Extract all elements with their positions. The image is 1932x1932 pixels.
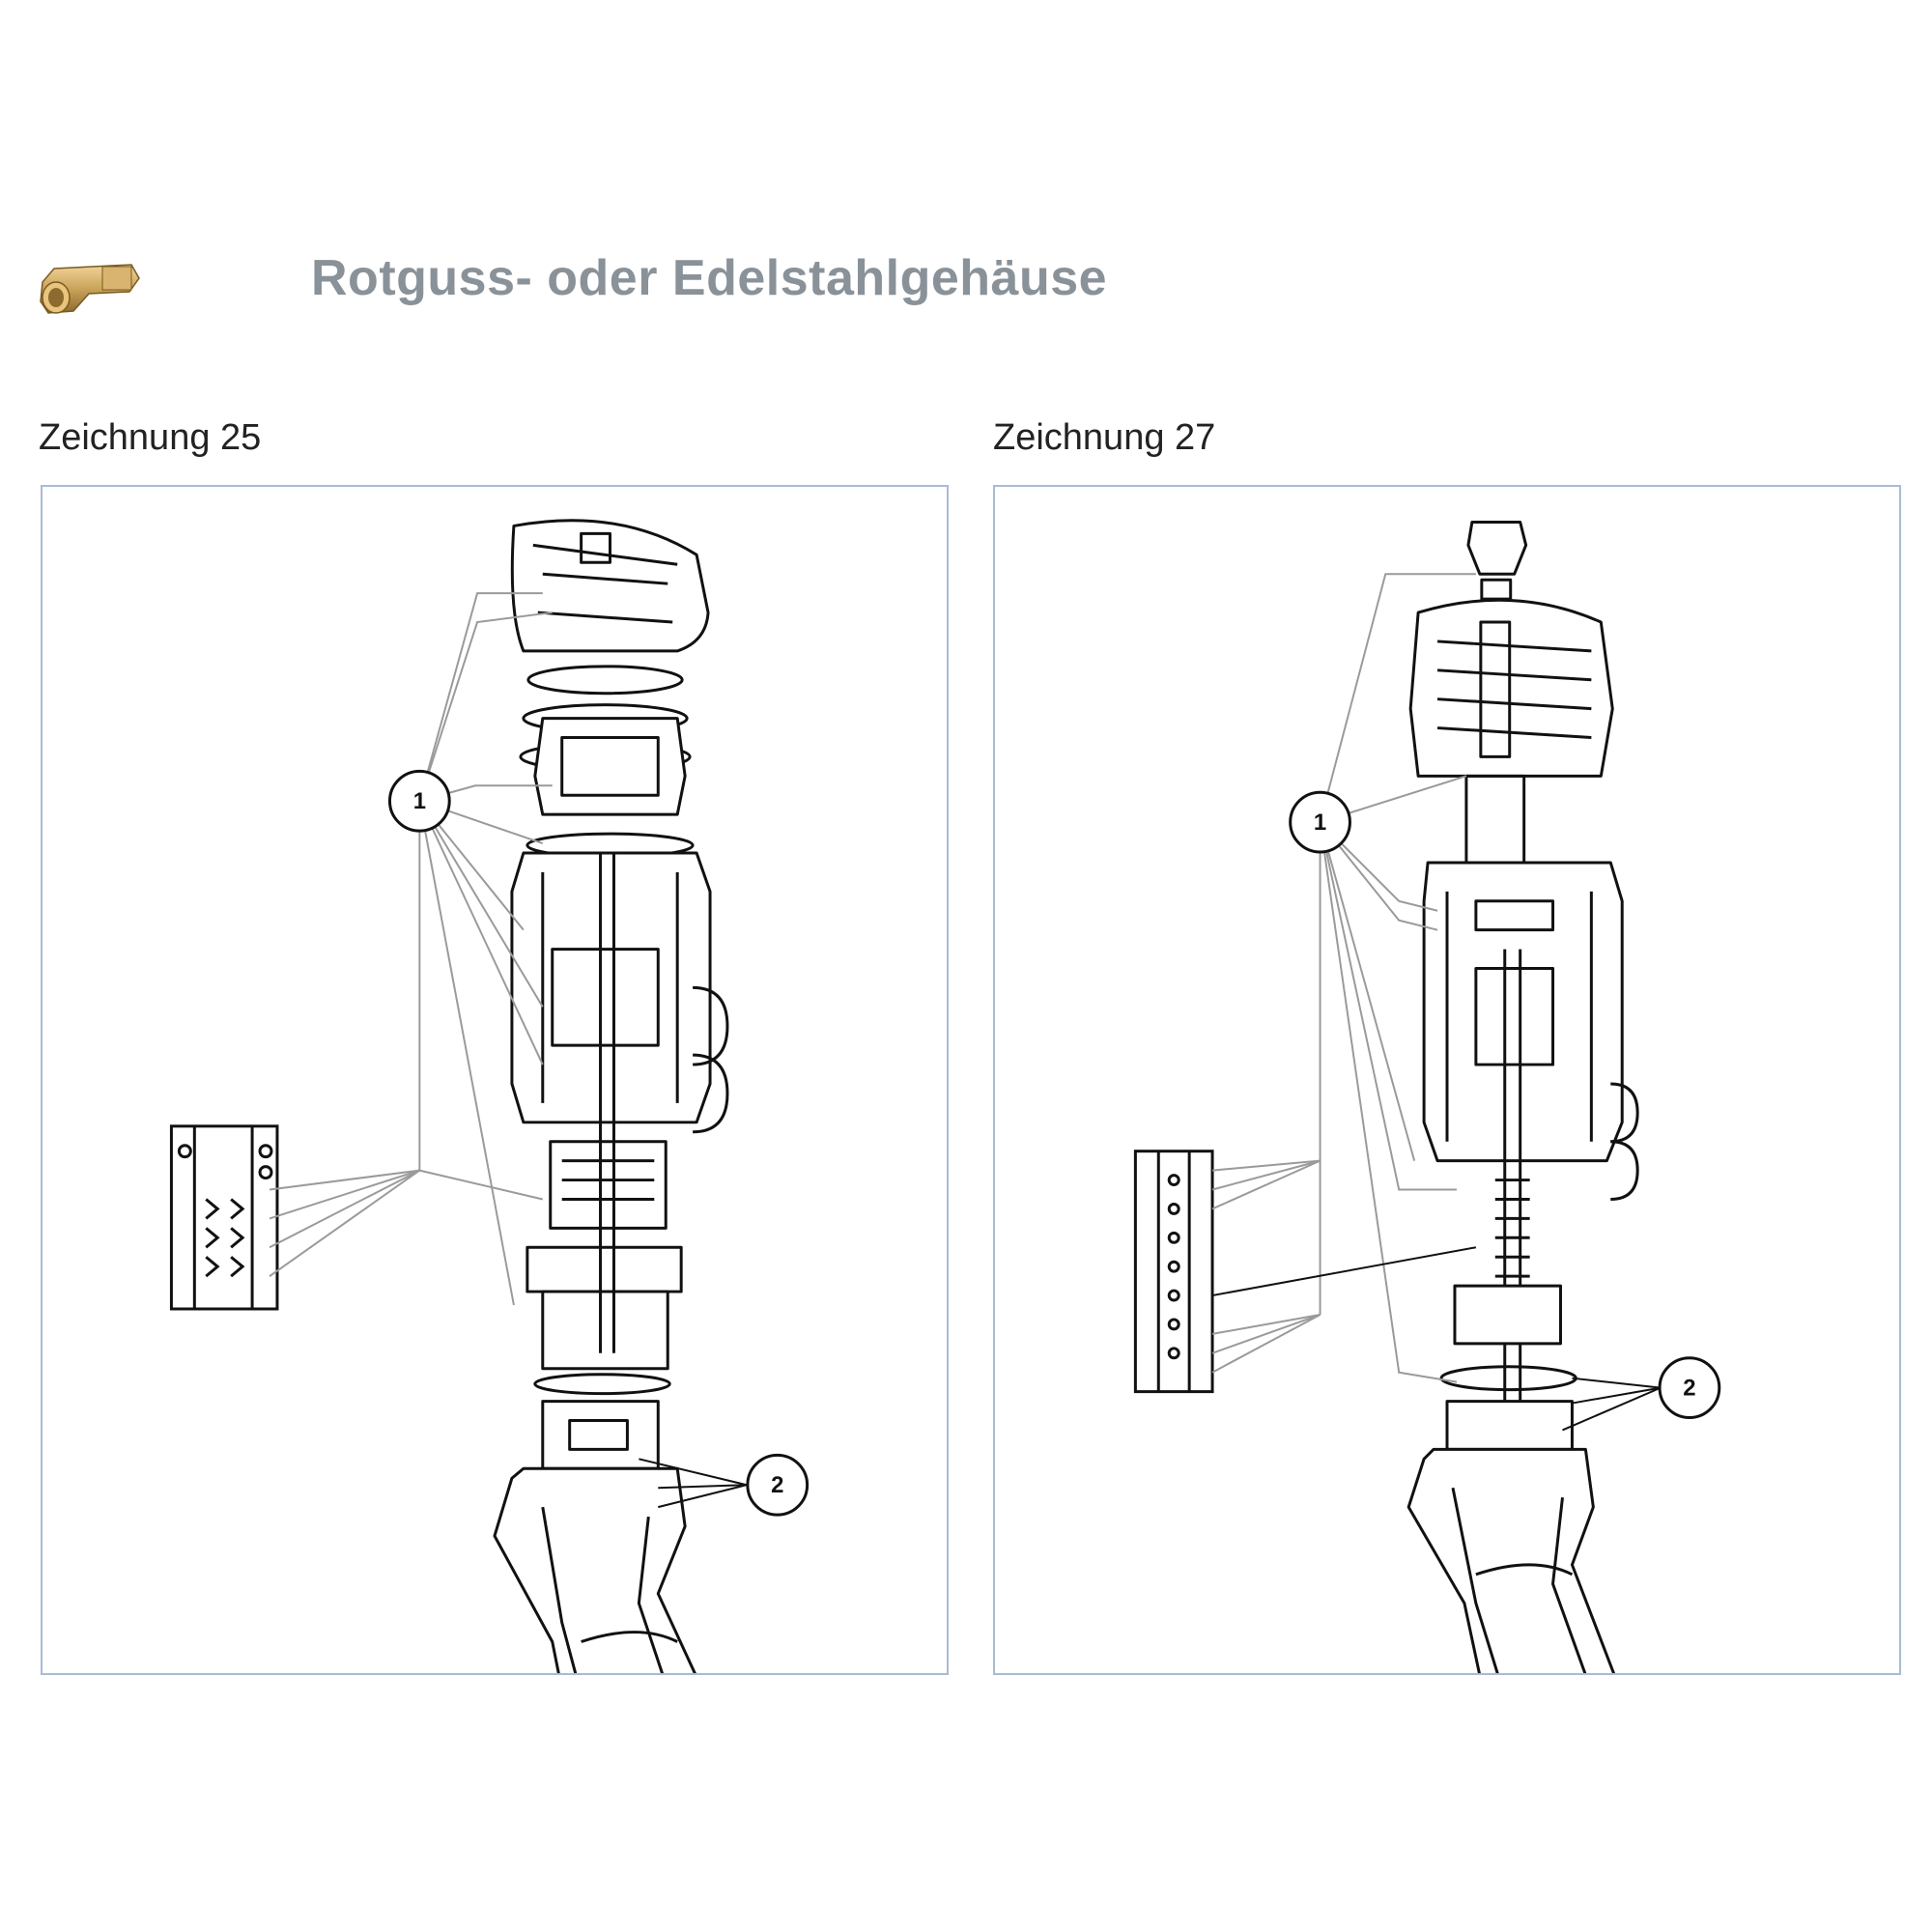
callout-2-left: 2 [746, 1453, 810, 1517]
page-title: Rotguss- oder Edelstahlgehäuse [311, 250, 1108, 306]
callout-1-left: 1 [387, 769, 451, 833]
svg-text:2: 2 [771, 1472, 783, 1498]
figure-caption-25: Zeichnung 25 [39, 417, 262, 458]
svg-text:1: 1 [1314, 810, 1326, 836]
callout-1-right: 1 [1289, 790, 1351, 854]
svg-text:1: 1 [413, 788, 426, 814]
callout-2-right: 2 [1658, 1356, 1721, 1419]
svg-text:2: 2 [1683, 1376, 1695, 1402]
figure-caption-27: Zeichnung 27 [993, 417, 1216, 458]
valve-exploded-drawing-25: 1 2 [169, 519, 810, 1673]
brass-valve-body-icon [40, 264, 140, 314]
valve-exploded-drawing-27: 1 2 [1133, 520, 1721, 1673]
drawing-panel-25: 1 2 [41, 485, 949, 1675]
drawing-panel-27: 1 2 [993, 485, 1901, 1675]
